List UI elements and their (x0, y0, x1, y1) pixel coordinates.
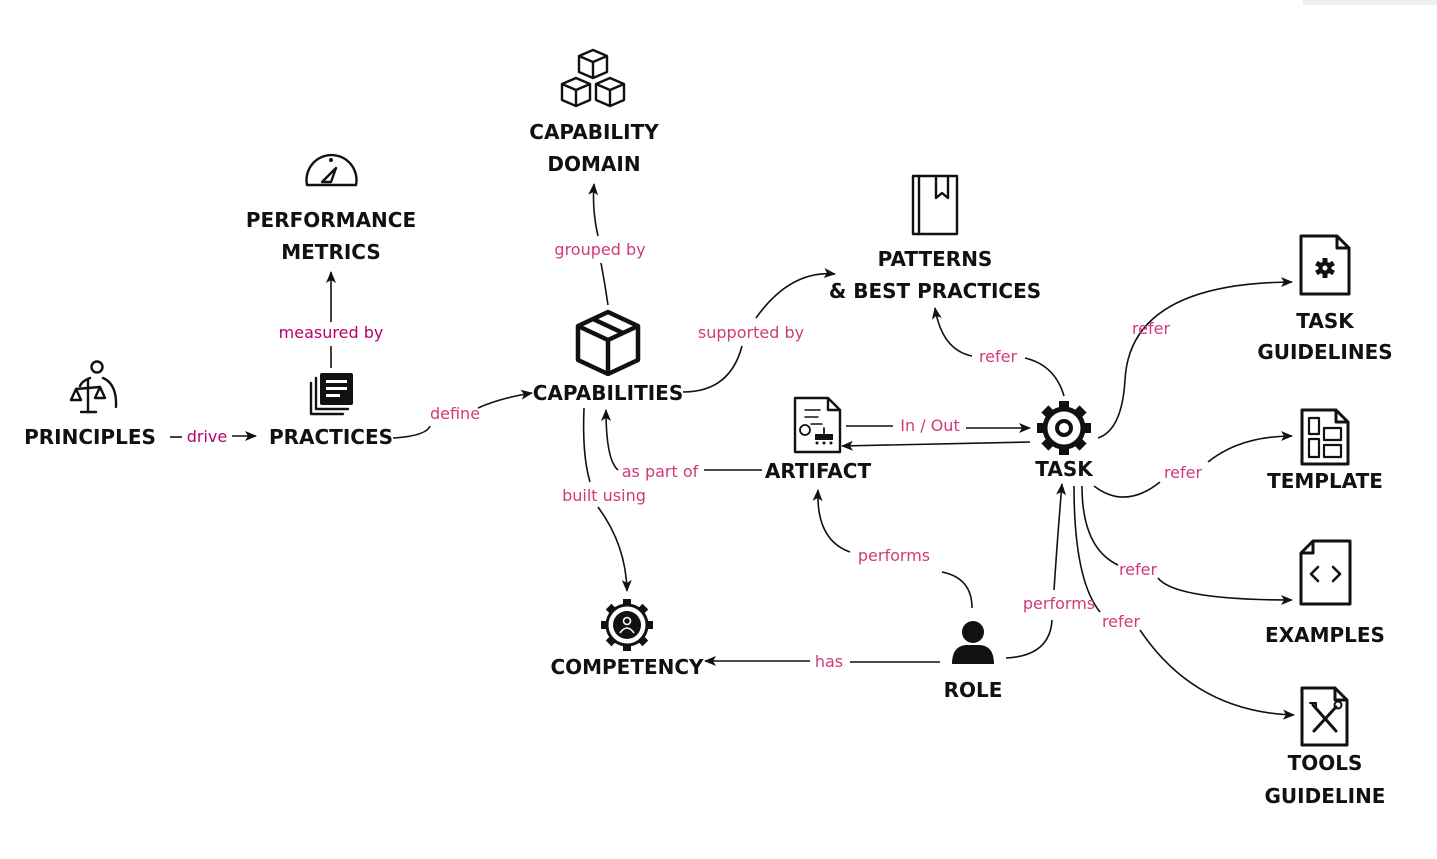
node-label-patterns-2: & BEST PRACTICES (829, 279, 1041, 303)
node-performance-metrics: PERFORMANCE METRICS (246, 153, 416, 264)
node-task-guidelines: TASK GUIDELINES (1257, 234, 1393, 364)
node-label-capabilities: CAPABILITIES (533, 381, 683, 405)
node-role: ROLE (944, 621, 1003, 702)
node-examples: EXAMPLES (1265, 539, 1385, 647)
edge-built-using (582, 407, 591, 483)
gear-icon (1037, 401, 1091, 455)
edge-performs-task (1005, 619, 1053, 659)
edge-define (392, 393, 532, 439)
edge-label-built-using: built using (562, 486, 646, 505)
edge-label-supported-by: supported by (698, 323, 804, 342)
scales-person-icon (69, 360, 118, 414)
edge-refer-tools (1073, 485, 1294, 715)
node-label-role: ROLE (944, 678, 1003, 702)
edge-grouped-by-arrow (588, 183, 599, 237)
node-artifact: ARTIFACT (765, 396, 872, 483)
node-label-capability-domain-1: CAPABILITY (529, 120, 659, 144)
person-icon (952, 621, 994, 664)
node-label-principles: PRINCIPLES (24, 425, 156, 449)
node-label-practices: PRACTICES (269, 425, 393, 449)
node-label-task: TASK (1035, 457, 1094, 481)
node-task: TASK (1035, 401, 1094, 481)
node-capabilities: CAPABILITIES (533, 309, 683, 405)
node-label-performance-metrics-2: METRICS (281, 240, 381, 264)
edge-refer-patterns-arrow (931, 307, 973, 357)
node-label-tools-guideline-2: GUIDELINE (1265, 784, 1386, 808)
documents-stack-icon (309, 373, 353, 416)
file-layout-icon (1300, 408, 1350, 466)
edge-label-performs-artifact: performs (858, 546, 930, 565)
edge-refer-examples (1081, 485, 1292, 600)
file-code-icon (1299, 539, 1352, 606)
node-principles: PRINCIPLES (24, 360, 156, 449)
edge-label-measured-by: measured by (279, 323, 384, 342)
edge-label-drive: drive (187, 427, 228, 446)
edge-label-as-part-of: as part of (622, 462, 699, 481)
gauge-icon (305, 153, 358, 187)
edge-labels: drive measured by define grouped by supp… (187, 240, 1203, 671)
edge-refer-patterns (1024, 357, 1065, 397)
node-label-capability-domain-2: DOMAIN (547, 152, 640, 176)
node-label-task-guidelines-2: GUIDELINES (1257, 340, 1392, 364)
edge-label-refer-guidelines: refer (1132, 319, 1171, 338)
node-label-task-guidelines-1: TASK (1296, 309, 1355, 333)
node-label-performance-metrics-1: PERFORMANCE (246, 208, 416, 232)
node-label-artifact: ARTIFACT (765, 459, 872, 483)
node-tools-guideline: TOOLS GUIDELINE (1265, 686, 1386, 808)
edge-in-out-b (841, 440, 1031, 451)
edge-refer-template-arrow (1207, 431, 1293, 463)
edge-performs-artifact (941, 571, 973, 609)
artifact-document-icon (793, 396, 842, 454)
edge-built-using-arrow (597, 506, 632, 592)
file-tools-icon (1300, 686, 1349, 747)
node-patterns: PATTERNS & BEST PRACTICES (829, 174, 1041, 303)
corner-bar (1303, 0, 1437, 5)
edges (170, 183, 1294, 715)
file-gear-icon (1299, 234, 1351, 296)
boxes-icon (560, 48, 626, 108)
edge-performs-artifact-arrow (812, 489, 851, 553)
node-competency: COMPETENCY (550, 599, 704, 679)
node-label-patterns-1: PATTERNS (878, 247, 993, 271)
edge-refer-template (1093, 481, 1161, 498)
edge-performs-task-arrow (1053, 483, 1067, 591)
edge-supported-by (682, 274, 835, 393)
edge-grouped-by (600, 262, 609, 306)
node-practices: PRACTICES (269, 373, 393, 449)
gear-person-icon (601, 599, 653, 651)
edge-label-refer-tools: refer (1102, 612, 1141, 631)
edge-label-grouped-by: grouped by (554, 240, 645, 259)
node-template: TEMPLATE (1267, 408, 1383, 493)
edge-refer-guidelines (1097, 277, 1293, 439)
box-icon (575, 309, 641, 377)
edge-label-has: has (815, 652, 843, 671)
node-label-examples: EXAMPLES (1265, 623, 1385, 647)
edge-label-define: define (430, 404, 480, 423)
node-capability-domain: CAPABILITY DOMAIN (529, 48, 659, 176)
edge-label-performs-task: performs (1023, 594, 1095, 613)
node-label-competency: COMPETENCY (550, 655, 704, 679)
book-icon (911, 174, 959, 236)
edge-label-refer-examples: refer (1119, 560, 1158, 579)
node-label-tools-guideline-1: TOOLS (1288, 751, 1363, 775)
edge-label-in-out: In / Out (900, 416, 959, 435)
edge-label-refer-template: refer (1164, 463, 1203, 482)
edge-label-refer-patterns: refer (979, 347, 1018, 366)
node-label-template: TEMPLATE (1267, 469, 1383, 493)
edge-as-part-of-arrow (601, 409, 619, 471)
